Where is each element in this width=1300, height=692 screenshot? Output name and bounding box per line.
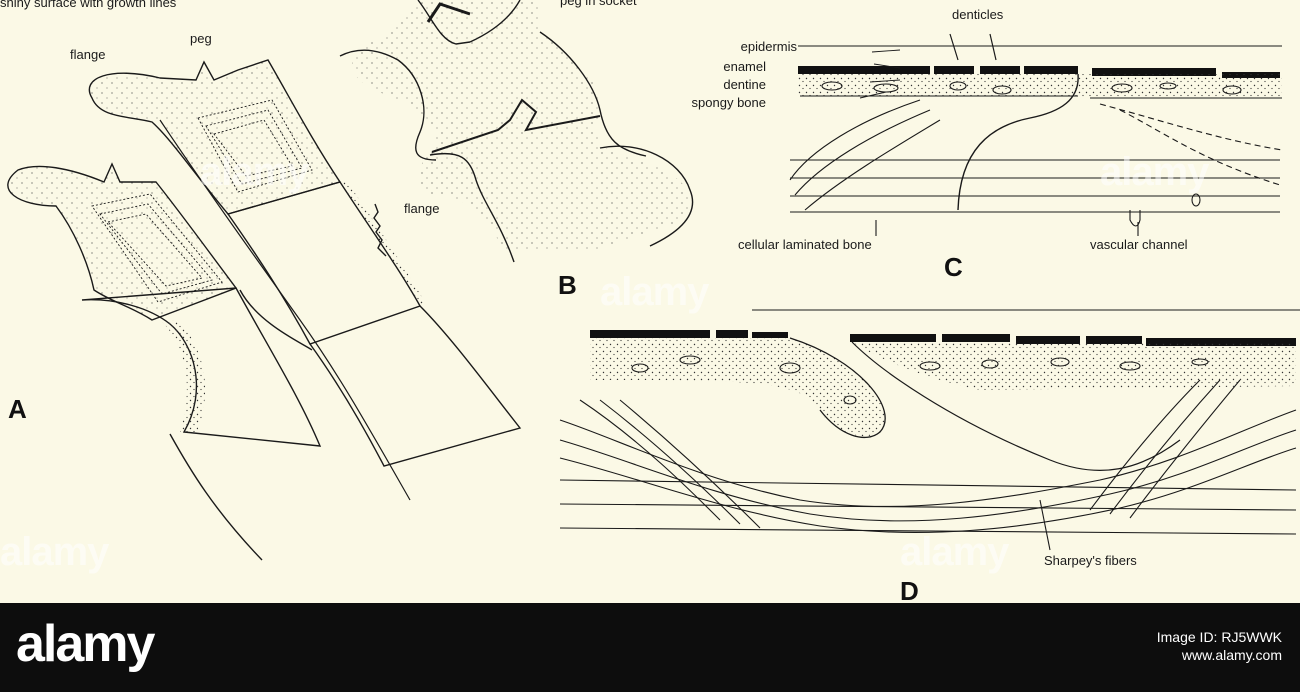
label-epidermis: epidermis: [740, 39, 797, 54]
label-peg-in-socket: peg in socket: [560, 0, 637, 8]
peg-outline: [426, 2, 471, 23]
label-spongy-bone: spongy bone: [691, 95, 766, 110]
site-url-text: www.alamy.com: [1181, 647, 1282, 663]
watermark-text: alamy: [1100, 150, 1209, 194]
label-sharpeys-fibers: Sharpey's fibers: [1044, 553, 1137, 568]
label-shiny-surface: shiny surface with growth lines: [0, 0, 177, 10]
label-vascular-channel: vascular channel: [1090, 237, 1188, 252]
panel-letter-b: B: [558, 270, 577, 300]
watermark-text: alamy: [200, 150, 309, 194]
panel-c-section: [789, 33, 1283, 236]
panel-letter-d: D: [900, 576, 919, 603]
image-id-text: Image ID: RJ5WWK: [1156, 629, 1282, 645]
label-flange-a: flange: [70, 47, 106, 62]
panel-a-scales: [7, 59, 522, 561]
label-flange-b: flange: [404, 201, 440, 216]
footer-bar: [0, 603, 1300, 692]
image-id-block: Image ID: RJ5WWK www.alamy.com: [1157, 628, 1282, 664]
label-peg: peg: [190, 31, 212, 46]
label-cellular-laminated-bone: cellular laminated bone: [738, 237, 872, 252]
watermark-text: alamy: [600, 270, 709, 314]
figure-drawing: [7, 0, 1300, 561]
upper-scale-shiny: [88, 59, 342, 215]
panel-letter-a: A: [8, 394, 27, 424]
socket-line: [431, 98, 601, 153]
scale-edge-stipple: [340, 180, 426, 306]
label-dentine: dentine: [723, 77, 766, 92]
label-enamel: enamel: [723, 59, 766, 74]
label-denticles: denticles: [952, 7, 1004, 22]
alamy-logo: alamy: [16, 615, 155, 673]
watermark-text: alamy: [0, 530, 109, 574]
panel-d-section: [559, 309, 1300, 551]
scale-anatomy-figure: alamy alamy alamy alamy alamy shiny surf…: [0, 0, 1300, 603]
panel-b-socket: [339, 0, 694, 263]
growth-lines: [197, 99, 313, 193]
watermark-text: alamy: [900, 530, 1009, 574]
panel-letter-c: C: [944, 252, 963, 282]
upper-scale-covered: [226, 181, 422, 345]
